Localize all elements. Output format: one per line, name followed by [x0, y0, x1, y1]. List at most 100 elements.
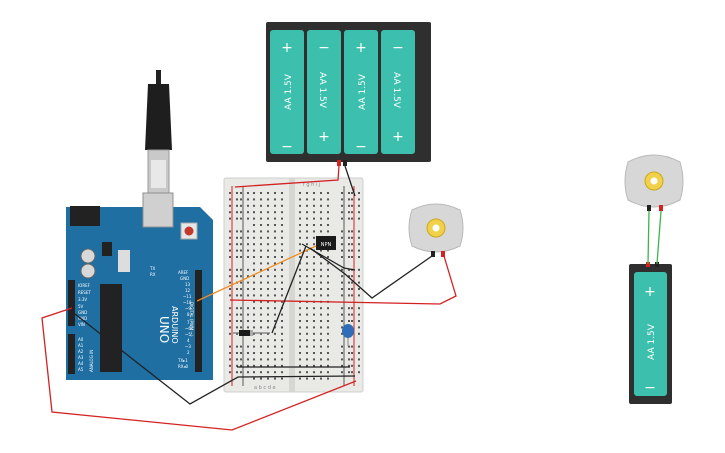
breadboard-hole	[260, 236, 262, 239]
wire-5v[interactable]	[41, 307, 357, 431]
breadboard-hole	[327, 377, 329, 380]
breadboard-hole	[313, 217, 315, 220]
breadboard-rail-hole	[229, 192, 231, 194]
breadboard-hole	[299, 364, 301, 367]
breadboard-rail-hole	[348, 281, 350, 284]
single-battery-black-terminal	[655, 262, 659, 267]
battery-pack[interactable]: + − AA 1.5V − + AA 1.5V + − AA 1.5V − + …	[266, 22, 431, 166]
ceramic-capacitor[interactable]	[342, 324, 354, 346]
breadboard-hole	[281, 217, 283, 220]
breadboard-rail-hole	[247, 294, 249, 297]
breadboard-rail-hole	[358, 307, 360, 310]
breadboard-hole	[281, 236, 283, 239]
breadboard-hole	[313, 364, 315, 367]
dc-motor-2[interactable]	[624, 154, 684, 211]
breadboard-hole	[267, 256, 269, 258]
breadboard-rail-hole	[229, 243, 231, 246]
breadboard-rail-hole	[236, 320, 238, 322]
breadboard-hole	[274, 198, 276, 201]
breadboard-hole	[267, 320, 269, 322]
breadboard-hole	[281, 339, 283, 342]
breadboard-hole	[327, 211, 329, 214]
breadboard-rail-hole	[247, 211, 249, 214]
wire-arduino-to-transistor[interactable]	[196, 245, 317, 302]
arduino-uno[interactable]: IOREF RESET 3.3V 5V GND GND VIN A0 A1 A2…	[66, 192, 213, 380]
breadboard-hole	[299, 224, 301, 226]
reset-button[interactable]	[184, 226, 194, 236]
breadboard-hole	[299, 249, 301, 252]
breadboard-hole	[281, 262, 283, 265]
npn-transistor[interactable]: NPN	[316, 236, 336, 250]
wire-transistor-to-diode[interactable]	[271, 245, 307, 334]
single-aa-battery[interactable]: + − AA 1.5V	[629, 262, 672, 404]
wire-ground[interactable]	[74, 313, 356, 405]
single-battery-red-terminal	[646, 262, 650, 267]
breadboard-rail-hole	[236, 358, 238, 361]
breadboard-hole	[306, 230, 308, 233]
breadboard[interactable]: f g h i j a b c d e	[223, 177, 364, 393]
breadboard-rail-hole	[229, 320, 231, 322]
capacitor-1	[80, 248, 96, 264]
breadboard-rail-hole	[358, 192, 360, 194]
breadboard-hole	[306, 243, 308, 246]
breadboard-rail-hole	[247, 249, 249, 252]
breadboard-rail-hole	[348, 249, 350, 252]
breadboard-hole	[313, 358, 315, 361]
analog-label-a1: A1	[78, 343, 84, 348]
breadboard-hole	[320, 192, 322, 194]
breadboard-hole	[313, 230, 315, 233]
breadboard-hole	[327, 294, 329, 297]
breadboard-rail-hole	[351, 192, 353, 194]
breadboard-hole	[313, 352, 315, 354]
breadboard-hole	[299, 345, 301, 348]
breadboard-hole	[274, 204, 276, 207]
breadboard-hole	[260, 313, 262, 316]
breadboard-hole	[320, 249, 322, 252]
breadboard-rail-hole	[247, 204, 249, 207]
breadboard-hole	[306, 320, 308, 322]
breadboard-hole	[260, 300, 262, 303]
breadboard-hole	[320, 224, 322, 226]
breadboard-rail-hole	[229, 268, 231, 271]
breadboard-hole	[327, 198, 329, 201]
breadboard-hole	[320, 339, 322, 342]
breadboard-rail-hole	[236, 217, 238, 220]
breadboard-rail-hole	[351, 364, 353, 367]
breadboard-rail-hole	[240, 364, 242, 367]
breadboard-rail-hole	[348, 358, 350, 361]
breadboard-rail-hole	[358, 281, 360, 284]
breadboard-hole	[313, 377, 315, 380]
wire-green-1[interactable]	[647, 210, 650, 265]
breadboard-hole	[260, 371, 262, 374]
breadboard-hole	[313, 256, 315, 258]
wire-battery-positive[interactable]	[234, 165, 340, 188]
bb-column-letters-top: f g h i j	[303, 182, 320, 188]
breadboard-hole	[299, 236, 301, 239]
breadboard-hole	[299, 256, 301, 258]
breadboard-hole	[320, 377, 322, 380]
breadboard-hole	[274, 358, 276, 361]
dc-motor-1[interactable]	[408, 203, 464, 257]
breadboard-hole	[260, 262, 262, 265]
breadboard-rail-hole	[236, 204, 238, 207]
breadboard-rail-hole	[229, 236, 231, 239]
breadboard-rail-hole	[247, 288, 249, 290]
digital-label-3: ~3	[185, 344, 191, 349]
wire-transistor-emitter[interactable]	[301, 243, 356, 271]
diode[interactable]	[233, 330, 270, 336]
breadboard-hole	[327, 320, 329, 322]
digital-label-12: 12	[185, 288, 191, 293]
breadboard-rail-hole	[240, 230, 242, 233]
breadboard-rail-hole	[236, 371, 238, 374]
breadboard-hole	[281, 332, 283, 335]
breadboard-rail-hole	[229, 313, 231, 316]
breadboard-hole	[267, 339, 269, 342]
usb-cable[interactable]	[145, 70, 172, 194]
wire-battery-negative[interactable]	[344, 165, 356, 197]
breadboard-hole	[260, 364, 262, 367]
breadboard-hole	[320, 211, 322, 214]
breadboard-hole	[320, 268, 322, 271]
wire-transistor-to-motor[interactable]	[309, 247, 433, 299]
wire-green-2[interactable]	[656, 210, 662, 265]
wire-rail-to-motor[interactable]	[229, 255, 457, 305]
